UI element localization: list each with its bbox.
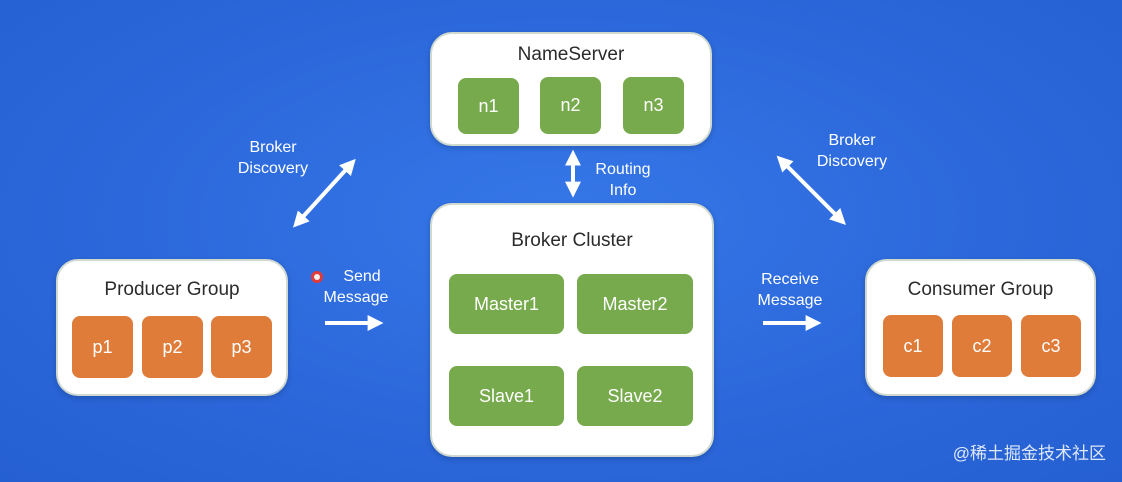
receive-message-label: Receive Message bbox=[757, 271, 823, 309]
broker-cluster-title: Broker Cluster bbox=[511, 230, 633, 251]
routing-info-label: Routing Info bbox=[595, 161, 651, 199]
nameserver-title: NameServer bbox=[517, 44, 625, 65]
broker-discovery-right-label: Broker Discovery bbox=[816, 132, 888, 170]
nameserver-node-n3: n3 bbox=[623, 77, 684, 134]
producer-node-p1: p1 bbox=[72, 316, 133, 378]
consumer-group-box: Consumer Group c1 c2 c3 bbox=[865, 259, 1096, 396]
producer-group-box: Producer Group p1 p2 p3 bbox=[56, 259, 288, 396]
watermark: @稀土掘金技术社区 bbox=[952, 444, 1106, 463]
consumer-group-title: Consumer Group bbox=[907, 279, 1054, 300]
broker-cluster-box: Broker Cluster Master1 Master2 Slave1 Sl… bbox=[430, 203, 714, 457]
nameserver-node-n2: n2 bbox=[540, 77, 601, 134]
nameserver-box: NameServer n1 n2 n3 bbox=[430, 32, 712, 146]
broker-discovery-right-arrow bbox=[776, 155, 846, 225]
broker-node-master2: Master2 bbox=[577, 274, 693, 334]
broker-node-master1: Master1 bbox=[449, 274, 564, 334]
cursor-dot bbox=[311, 271, 323, 283]
send-message-label: Send Message bbox=[323, 268, 389, 306]
broker-discovery-left-label: Broker Discovery bbox=[237, 139, 309, 177]
nameserver-node-n1: n1 bbox=[458, 78, 519, 134]
broker-discovery-left-arrow bbox=[292, 158, 356, 228]
producer-node-p3: p3 bbox=[211, 316, 272, 378]
producer-node-p2: p2 bbox=[142, 316, 203, 378]
consumer-node-c3: c3 bbox=[1021, 315, 1081, 377]
producer-group-title: Producer Group bbox=[104, 279, 240, 300]
broker-node-slave2: Slave2 bbox=[577, 366, 693, 426]
consumer-node-c1: c1 bbox=[883, 315, 943, 377]
broker-node-slave1: Slave1 bbox=[449, 366, 564, 426]
consumer-node-c2: c2 bbox=[952, 315, 1012, 377]
